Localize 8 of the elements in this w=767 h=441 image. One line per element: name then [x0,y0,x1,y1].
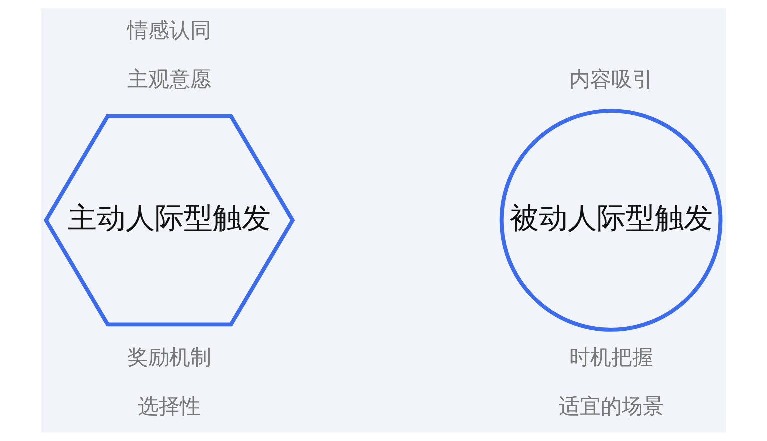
node-label: 奖励机制 [128,346,212,370]
node-label: 主观意愿 [128,67,212,92]
node-label: 情感认同 [128,18,212,43]
node-label: 时机把握 [569,346,654,370]
node-label: 选择性 [138,394,202,418]
node-circle: 被动人际型触发 [500,109,723,332]
node-label: 适宜的场景 [558,394,664,418]
node-label: 内容吸引 [569,67,654,92]
